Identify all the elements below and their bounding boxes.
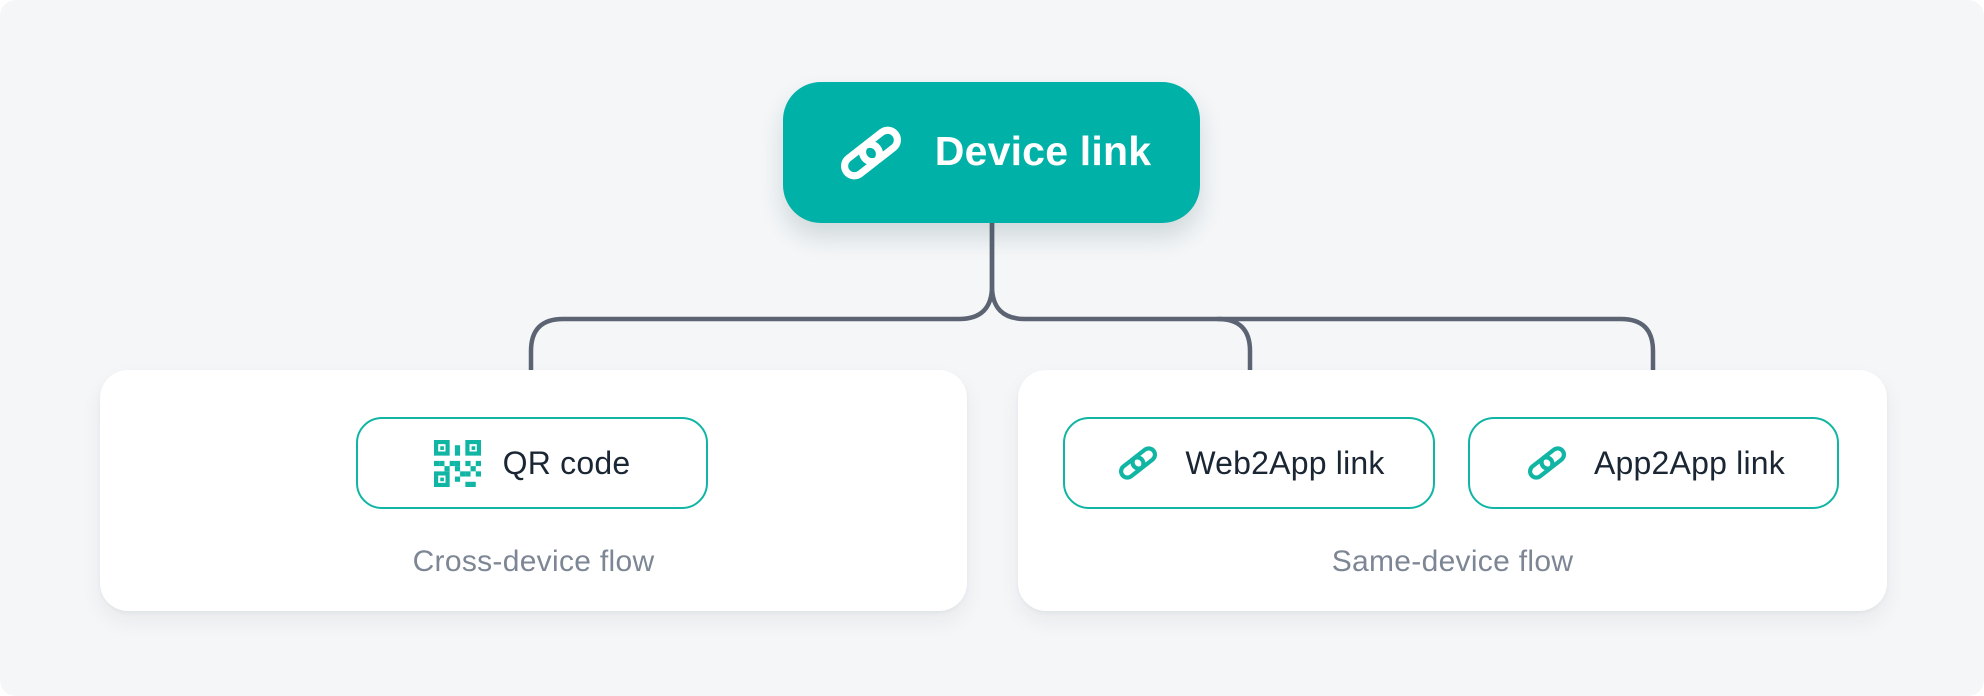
qr-code-button[interactable]: QR code — [356, 417, 708, 509]
cross-device-card: QR code Cross-device flow — [100, 370, 967, 611]
link-icon — [832, 114, 910, 192]
web2app-link-button[interactable]: Web2App link — [1063, 417, 1435, 509]
app2app-link-label: App2App link — [1594, 444, 1785, 481]
qr-code-label: QR code — [502, 444, 631, 481]
web2app-link-label: Web2App link — [1185, 444, 1385, 481]
same-device-card: Web2App link App2App link Same-device fl… — [1018, 370, 1887, 611]
device-link-node[interactable]: Device link — [783, 82, 1200, 223]
same-device-caption: Same-device flow — [1331, 545, 1574, 578]
app2app-link-button[interactable]: App2App link — [1468, 417, 1839, 509]
link-icon — [1113, 438, 1163, 488]
device-link-label: Device link — [934, 128, 1152, 174]
qr-code-icon — [433, 439, 481, 487]
cross-device-caption: Cross-device flow — [412, 545, 655, 578]
link-icon — [1522, 438, 1572, 488]
